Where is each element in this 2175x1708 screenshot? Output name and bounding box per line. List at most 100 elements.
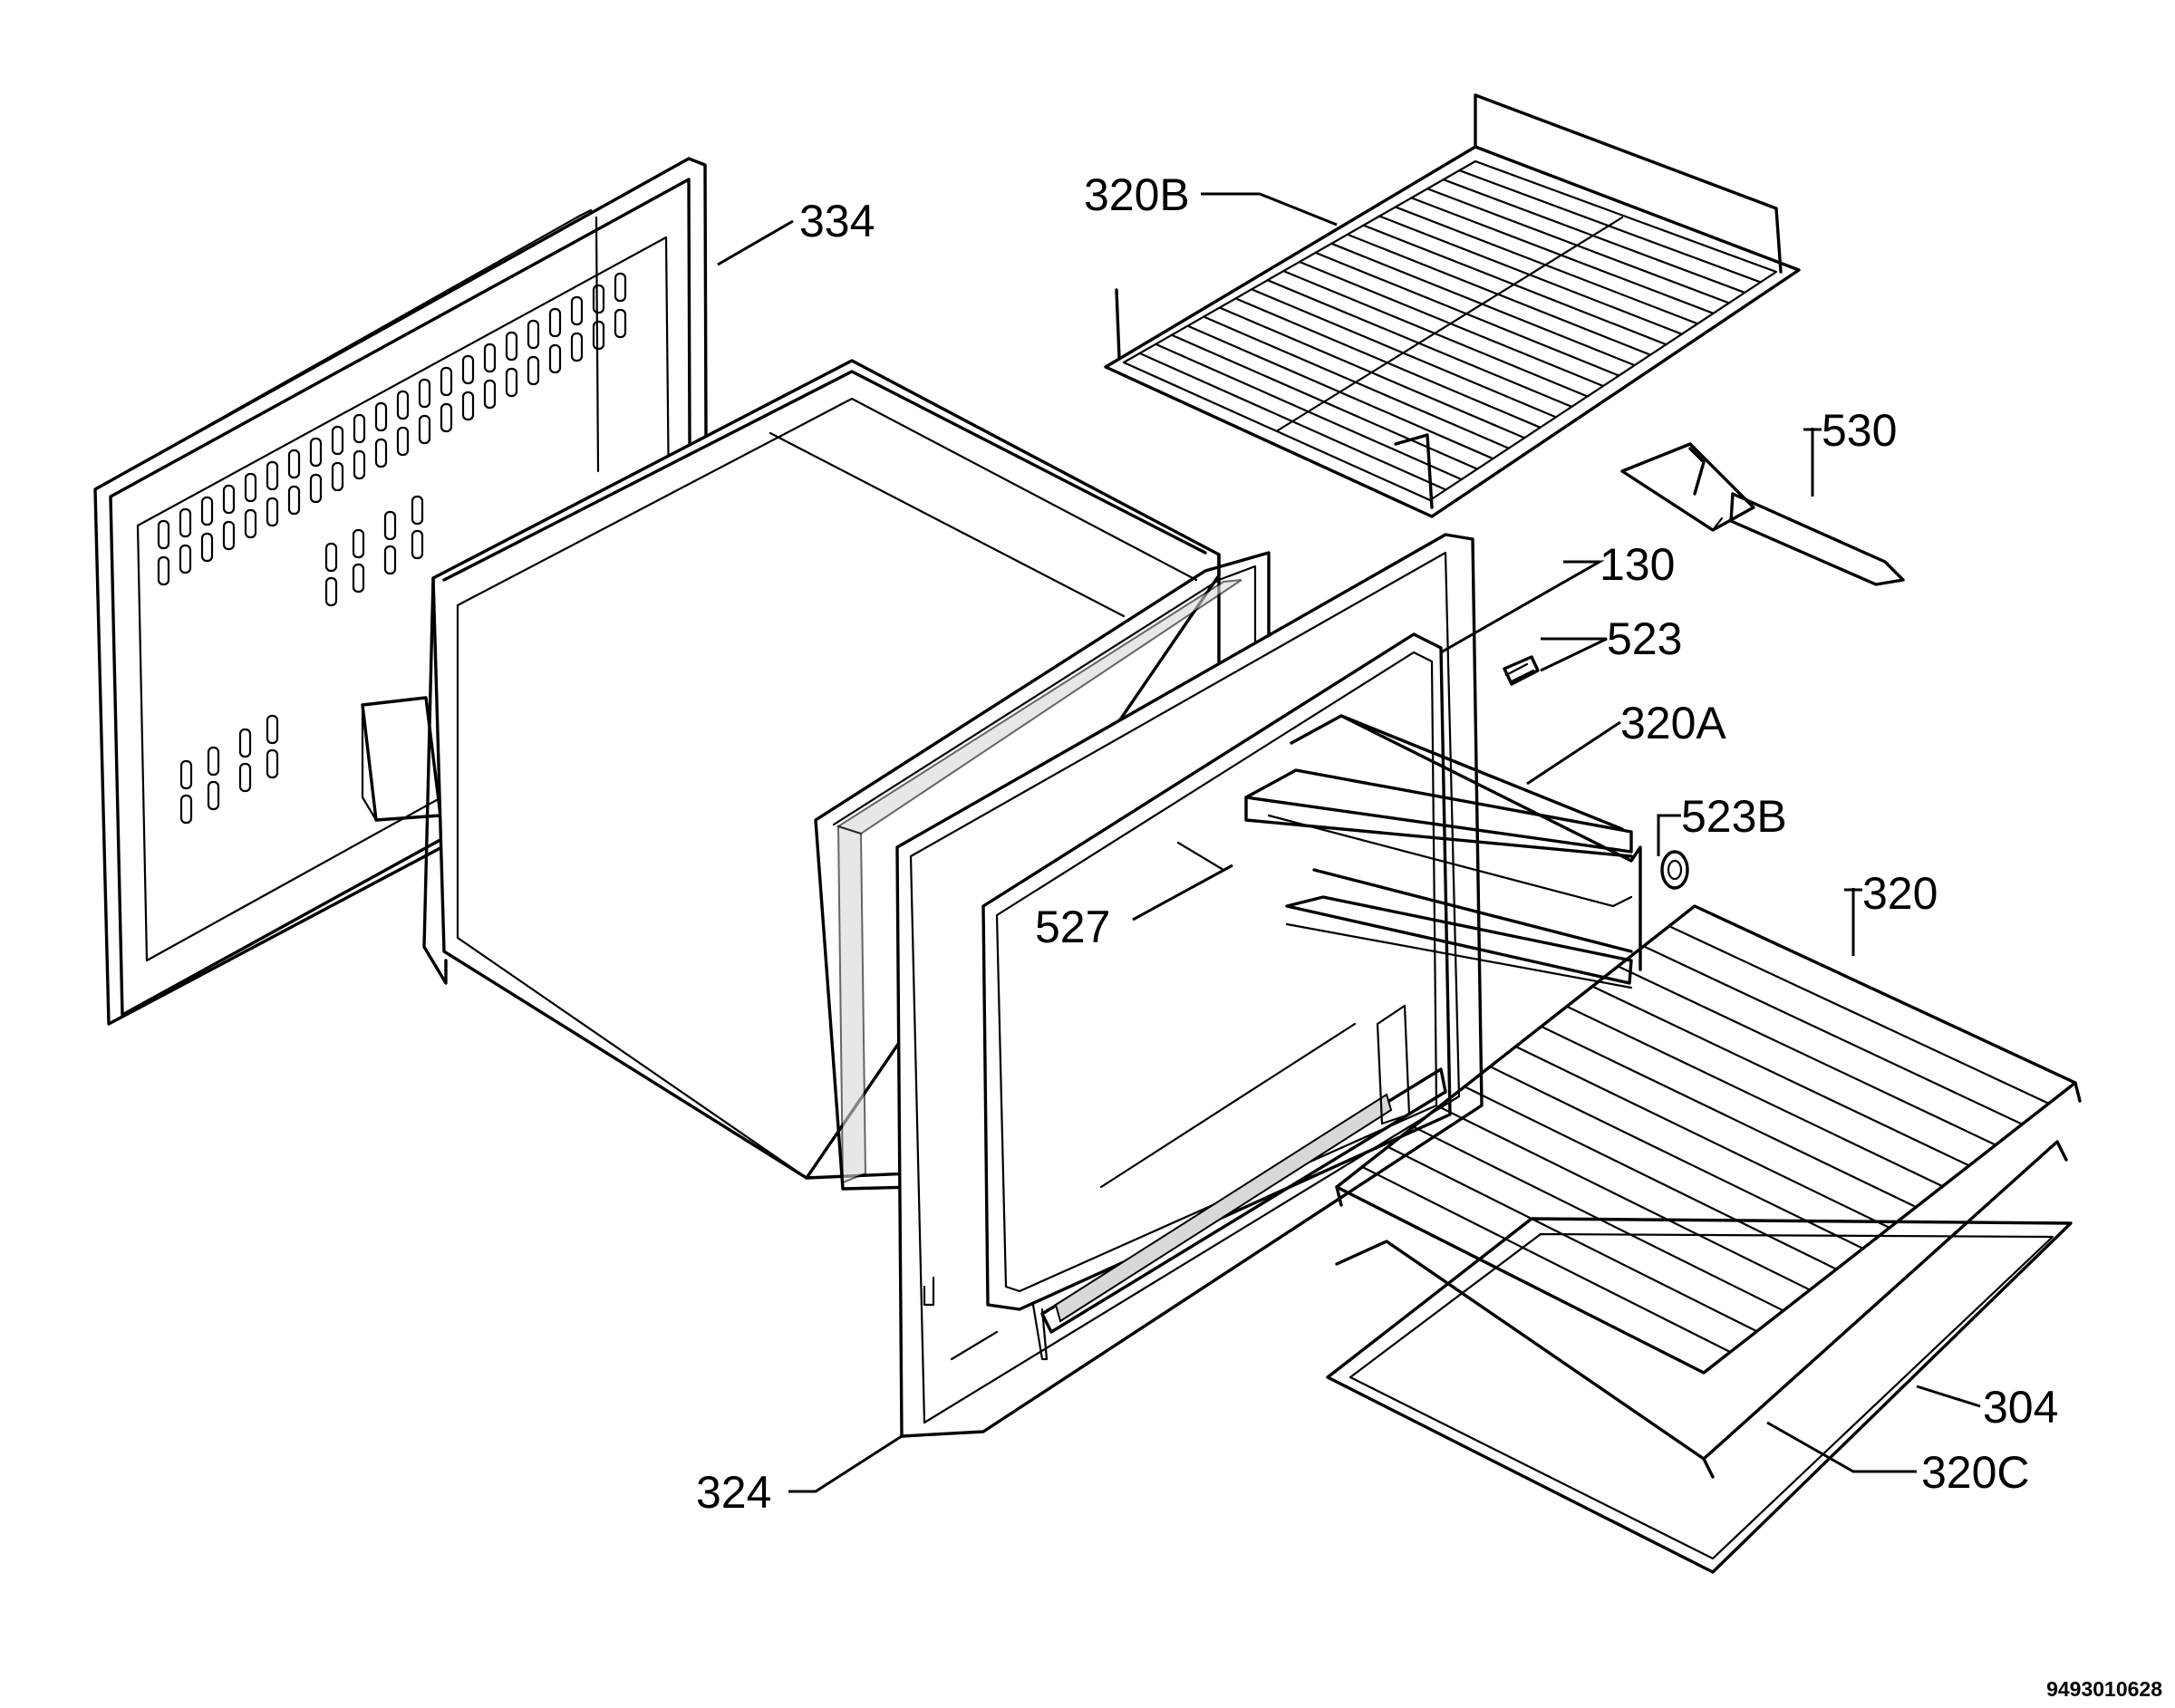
- vent-slot: [200, 532, 214, 563]
- vent-slot: [570, 295, 584, 326]
- vent-slot: [207, 746, 220, 777]
- rack-bars: [1361, 925, 2050, 1354]
- shelf-bar: [1426, 188, 1731, 304]
- label-530: 530: [1822, 405, 1897, 456]
- vent-slot: [353, 413, 366, 444]
- vent-slot: [266, 497, 279, 527]
- vent-slot: [440, 366, 453, 397]
- rack-bar: [1565, 1005, 1944, 1188]
- vent-slot: [418, 378, 431, 409]
- rack-bar: [1642, 945, 2024, 1125]
- vent-slot: [200, 496, 214, 526]
- vent-slot: [157, 519, 170, 550]
- screw-523: [1503, 655, 1540, 686]
- vent-slot: [614, 272, 627, 303]
- label-523: 523: [1607, 613, 1682, 664]
- rack-bar: [1463, 1086, 1838, 1270]
- vent-slot: [383, 510, 397, 541]
- baking-tray-304: [1326, 1217, 2073, 1574]
- vent-slot: [331, 425, 344, 456]
- label-320a: 320A: [1620, 698, 1726, 748]
- label-320c: 320C: [1921, 1447, 2030, 1498]
- vent-slot: [309, 473, 323, 504]
- part-labels: 334 320B 530 130 523 320A 523B 320 527 3…: [696, 169, 2058, 1518]
- nut-523b: [1660, 850, 1689, 890]
- vent-slot: [548, 343, 562, 374]
- side-runners-320a: [1244, 714, 1642, 989]
- wire-rack-320: [1335, 904, 2082, 1375]
- vent-slot: [238, 728, 252, 758]
- label-320b: 320B: [1084, 169, 1190, 220]
- vent-slot: [548, 307, 562, 338]
- vent-slot: [331, 461, 344, 492]
- vent-slot: [352, 528, 365, 559]
- vent-slot: [527, 319, 540, 350]
- rack-bar: [1437, 1105, 1812, 1291]
- leader-lines: [717, 192, 1981, 1493]
- label-523b: 523B: [1681, 791, 1787, 842]
- vent-slot: [157, 555, 170, 586]
- handle-530: [1620, 442, 1905, 586]
- vent-slot: [222, 484, 236, 515]
- front-frame-324: [895, 533, 1484, 1438]
- shelf-bar: [1458, 169, 1762, 284]
- vent-slot: [483, 343, 497, 373]
- vent-slot: [238, 762, 252, 793]
- vent-slot: [353, 449, 366, 480]
- vent-slot: [352, 563, 365, 593]
- vent-slot: [324, 576, 338, 607]
- vent-slot: [374, 401, 388, 432]
- vent-slot: [179, 507, 192, 538]
- vent-slot: [411, 529, 424, 560]
- rack-bar: [1540, 1025, 1918, 1209]
- vent-slot: [383, 545, 397, 575]
- document-number: 9493010628: [2046, 1677, 2162, 1701]
- vent-slot: [266, 748, 279, 779]
- vent-slot: [592, 320, 605, 351]
- vent-slot: [505, 367, 518, 398]
- grid-shelf-320b: [1104, 93, 1801, 518]
- vent-slot: [244, 508, 257, 539]
- vent-slot: [592, 284, 605, 314]
- vent-slot: [266, 460, 279, 491]
- rack-bar: [1361, 1165, 1732, 1354]
- label-334: 334: [799, 196, 875, 246]
- rack-bar: [1591, 985, 1970, 1167]
- vent-slots: [157, 272, 627, 825]
- vent-slot: [374, 438, 388, 468]
- vent-slot: [266, 714, 279, 745]
- rack-bar: [1617, 965, 1997, 1146]
- vent-slot: [244, 472, 257, 503]
- rack-bar: [1514, 1045, 1891, 1230]
- vent-slot: [207, 780, 220, 811]
- label-324: 324: [696, 1467, 771, 1518]
- vent-slot: [505, 331, 518, 362]
- shelf-bars: [1138, 169, 1762, 491]
- vent-slot: [222, 520, 236, 551]
- vent-slot: [527, 355, 540, 386]
- lower-rack-320c: [1335, 1140, 2068, 1479]
- vent-slot: [418, 414, 431, 445]
- vent-slot: [324, 542, 338, 573]
- vent-slot: [396, 426, 410, 457]
- vent-slot: [179, 544, 192, 574]
- vent-slot: [287, 449, 301, 479]
- vent-slot: [483, 379, 497, 410]
- label-527: 527: [1035, 902, 1110, 952]
- shelf-crossbar: [1276, 216, 1624, 432]
- rack-bar: [1387, 1145, 1758, 1333]
- vent-slot: [396, 390, 410, 420]
- vent-slot: [614, 308, 627, 339]
- vent-slot: [440, 402, 453, 433]
- vent-slot: [570, 332, 584, 362]
- label-304: 304: [1983, 1382, 2058, 1433]
- vent-slot: [309, 437, 323, 468]
- rack-bar: [1668, 925, 2050, 1105]
- label-320: 320: [1862, 868, 1938, 919]
- label-130: 130: [1600, 539, 1675, 590]
- vent-slot: [461, 354, 475, 385]
- vent-slot: [461, 391, 475, 421]
- vent-slot: [179, 794, 193, 825]
- vent-slot: [411, 495, 424, 526]
